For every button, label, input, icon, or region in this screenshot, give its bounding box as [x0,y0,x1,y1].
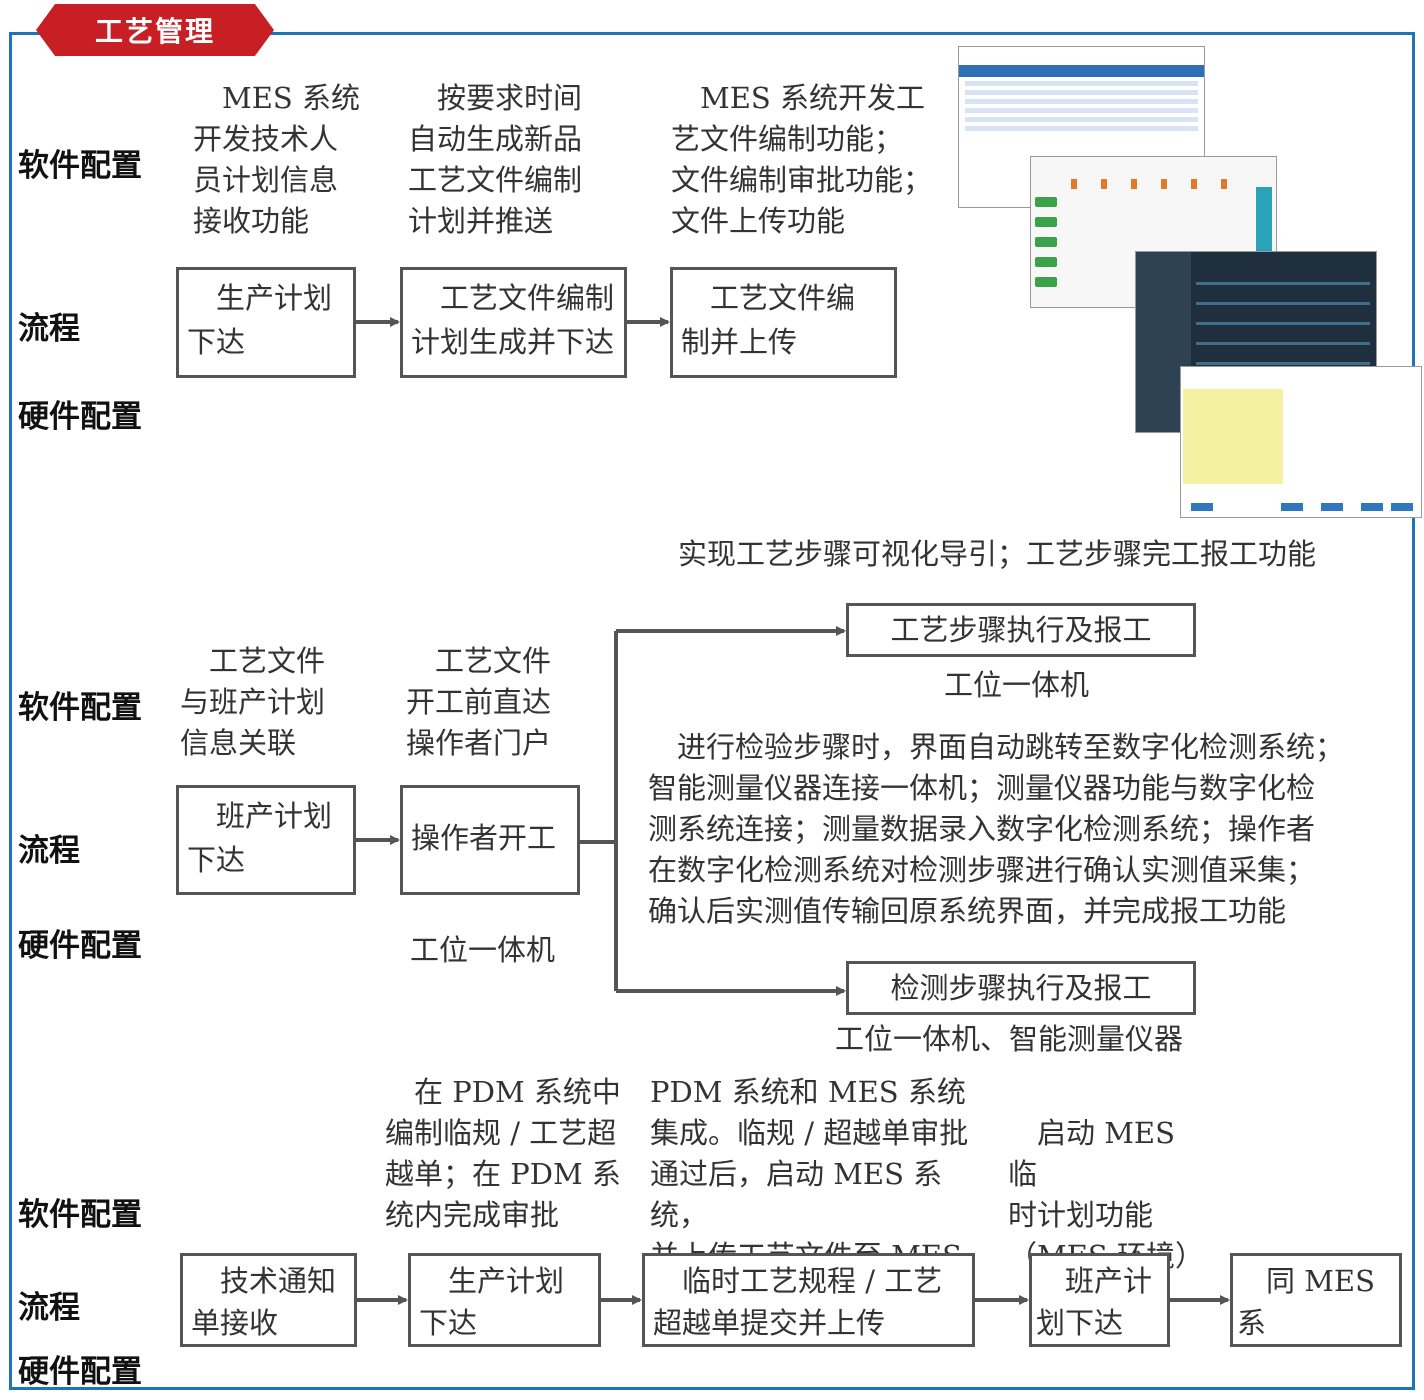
s2-hardware-inspect: 工位一体机、智能测量仪器 [835,1022,1184,1056]
screenshot-inspection-form [1180,366,1422,518]
s2-software-text-1: 工艺文件 与班产计划 信息关联 [180,644,326,760]
label-software-3: 软件配置 [18,1197,142,1233]
s2-top-note: 实现工艺步骤可视化导引；工艺步骤完工报工功能 [678,537,1317,571]
s2-hardware-start: 工位一体机 [410,933,556,967]
s3-box-shift-plan: 班产计 划下达 [1029,1253,1170,1347]
s2-box-inspect-exec: 检测步骤执行及报工 [846,961,1196,1015]
label-flow-2: 流程 [18,833,80,869]
s3-box-production-plan: 生产计划 下达 [408,1253,601,1347]
s3-box-tech-notice: 技术通知 单接收 [180,1253,357,1347]
arrow-s2-branch [580,631,618,844]
label-flow-3: 流程 [18,1290,80,1326]
label-hardware-2: 硬件配置 [18,928,142,964]
s2-software-text-2: 工艺文件 开工前直达 操作者门户 [406,644,552,760]
s2-box-operator-start: 操作者开工 [400,785,580,895]
s2-hardware-step: 工位一体机 [944,668,1090,702]
label-hardware-1: 硬件配置 [18,399,142,435]
s1-box-production-plan: 生产计划 下达 [176,267,356,378]
s1-software-text-3: MES 系统开发工 艺文件编制功能； 文件编制审批功能； 文件上传功能 [671,81,933,238]
banner-title: 工艺管理 [94,15,215,48]
s1-box-process-file-plan: 工艺文件编制 计划生成并下达 [400,267,627,378]
mes-screenshots [955,46,1422,526]
label-flow-1: 流程 [18,311,80,347]
diagram-frame [9,32,1415,1390]
s2-box-step-exec: 工艺步骤执行及报工 [846,603,1196,657]
s2-inspect-note: 进行检验步骤时，界面自动跳转至数字化检测系统； 智能测量仪器连接一体机；测量仪器… [648,730,1345,928]
section-banner: 工艺管理 [36,4,274,56]
label-software-2: 软件配置 [18,690,142,726]
s3-software-text-1: 在 PDM 系统中 编制临规 / 工艺超 越单；在 PDM 系 统内完成审批 [385,1075,621,1232]
label-software-1: 软件配置 [18,148,142,184]
screenshot-header-bar [959,65,1204,77]
s2-box-shift-plan: 班产计划 下达 [176,785,356,895]
s1-box-process-file-upload: 工艺文件编 制并上传 [670,267,897,378]
s1-software-text-1: MES 系统 开发技术人 员计划信息 接收功能 [193,81,360,238]
s3-box-temp-process: 临时工艺规程 / 工艺 超越单提交并上传 [642,1253,975,1347]
s3-box-insert-order: 同 MES 系 统插单流程 [1230,1253,1402,1347]
s1-software-text-2: 按要求时间 自动生成新品 工艺文件编制 计划并推送 [408,81,583,238]
label-hardware-3: 硬件配置 [18,1354,142,1390]
